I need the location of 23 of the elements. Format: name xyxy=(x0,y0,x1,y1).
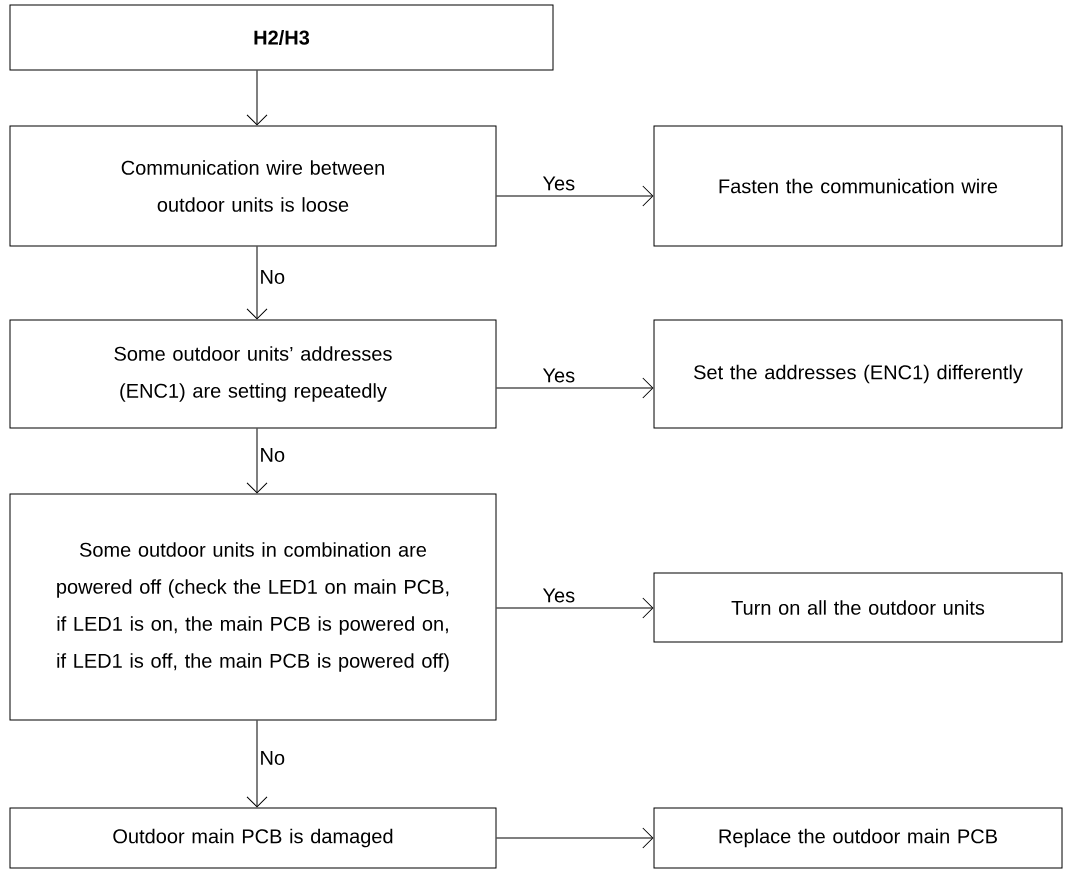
edge-label: Yes xyxy=(541,367,577,384)
edge-label: No xyxy=(258,269,287,285)
process-box: Turn on all the outdoor units xyxy=(653,572,1063,643)
edge-label: Yes xyxy=(541,175,577,192)
arrow xyxy=(496,597,654,619)
process-box: Some outdoor units in combination are powered off (check the LED1 on main PCB, if LED1 is on, the main PCB is powered on, if LED1 is off, the main PCB is powered off) xyxy=(9,493,497,721)
arrow xyxy=(246,720,268,808)
process-box: Fasten the communication wire xyxy=(653,125,1063,247)
edge-label: Yes xyxy=(541,587,577,604)
arrow xyxy=(246,70,268,126)
arrow xyxy=(496,377,654,399)
process-box: Communication wire between outdoor units is loose xyxy=(9,125,497,247)
edge-label: No xyxy=(258,447,287,463)
arrow xyxy=(496,185,654,207)
process-box: Outdoor main PCB is damaged xyxy=(9,807,497,869)
process-box: Replace the outdoor main PCB xyxy=(653,807,1063,869)
process-box: Set the addresses (ENC1) differently xyxy=(653,319,1063,429)
edge-label: No xyxy=(258,750,287,766)
arrow xyxy=(496,827,654,849)
arrow xyxy=(246,428,268,494)
arrow xyxy=(246,246,268,320)
process-box: H2/H3 xyxy=(9,4,554,71)
process-box: Some outdoor units’ addresses (ENC1) are setting repeatedly xyxy=(9,319,497,429)
